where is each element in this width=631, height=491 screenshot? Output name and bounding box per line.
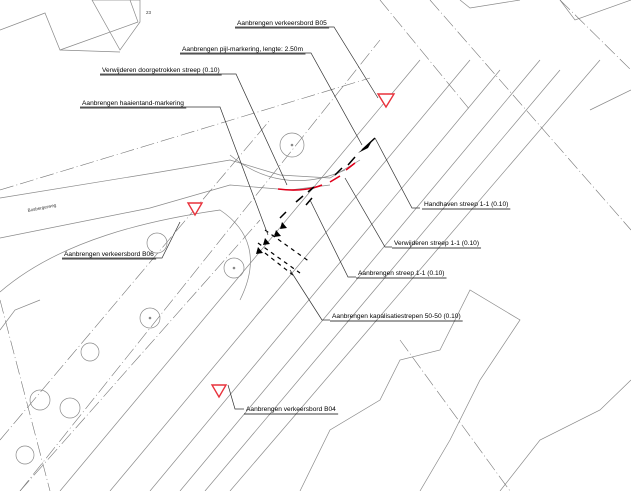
building-number: 23 — [146, 10, 152, 15]
leader-lines — [62, 26, 420, 410]
yield-sign-b06 — [186, 202, 204, 217]
red-removal-lines — [277, 162, 356, 191]
side-road — [0, 154, 361, 301]
street-name: Bosbergerweg — [27, 202, 57, 213]
annotation-labels: Aanbrengen verkeersbord B05 Aanbrengen p… — [62, 20, 511, 415]
label-b05: Aanbrengen verkeersbord B05 — [237, 20, 327, 27]
shark-teeth-markings — [256, 222, 287, 254]
arrow-marking — [358, 141, 372, 153]
label-add-line: Aanbrengen streep 1-1 (0.10) — [358, 270, 445, 277]
label-remove-solid-line: Verwijderen doorgetrokken streep (0.10) — [102, 67, 220, 74]
trees — [15, 132, 305, 465]
label-channelization: Aanbrengen kanalisatiestrepen 50-50 (0.1… — [332, 313, 461, 320]
label-shark-teeth: Aanbrengen haaientand-markering — [82, 100, 184, 107]
channelization-lines — [257, 229, 311, 276]
yield-sign-b04 — [210, 384, 228, 399]
label-b04: Aanbrengen verkeersbord B04 — [246, 406, 336, 413]
yield-sign-b05 — [376, 93, 396, 109]
label-arrow-marking: Aanbrengen pijl-markering, lengte: 2.50m — [182, 46, 303, 53]
label-b06: Aanbrengen verkeersbord B06 — [64, 251, 154, 258]
label-keep-line: Handhaven streep 1-1 (0.10) — [424, 201, 508, 208]
label-remove-line: Verwijderen streep 1-1 (0.10) — [394, 240, 479, 247]
